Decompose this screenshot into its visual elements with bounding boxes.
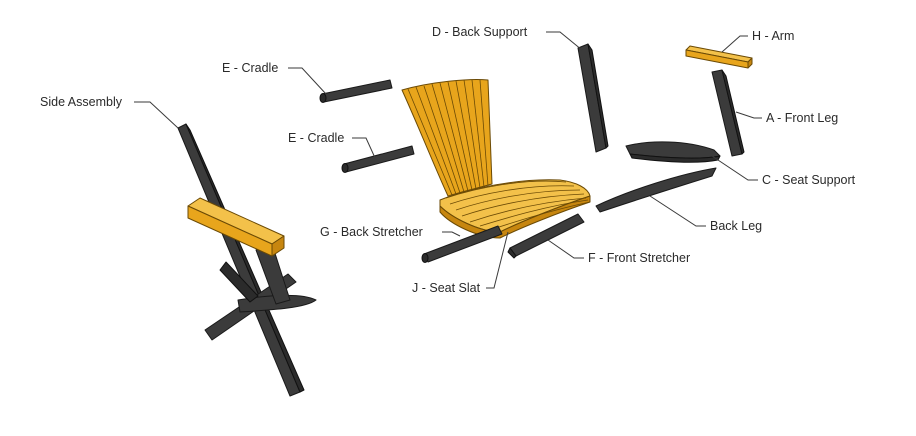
- leader-lines: [134, 31, 762, 289]
- side-assembly-part: [177, 123, 317, 397]
- label-side-assembly: Side Assembly: [40, 95, 123, 109]
- label-back-support: D - Back Support: [432, 25, 528, 39]
- front-leg-part: [711, 69, 745, 157]
- label-back-leg: Back Leg: [710, 219, 762, 233]
- label-cradle-top: E - Cradle: [222, 61, 278, 75]
- arm-part: [685, 45, 753, 69]
- cradle-part-middle: [341, 145, 415, 173]
- back-leg-part: [595, 167, 717, 213]
- cradle-part-top: [319, 79, 393, 103]
- label-arm: H - Arm: [752, 29, 794, 43]
- seat-and-back-part: [401, 79, 591, 239]
- back-support-part: [577, 43, 609, 153]
- back-stretcher-part: [421, 225, 503, 263]
- front-stretcher-part: [507, 213, 585, 259]
- label-back-stretcher: G - Back Stretcher: [320, 225, 423, 239]
- label-cradle-middle: E - Cradle: [288, 131, 344, 145]
- label-front-stretcher: F - Front Stretcher: [588, 251, 690, 265]
- label-seat-support: C - Seat Support: [762, 173, 856, 187]
- seat-support-part: [625, 141, 721, 163]
- label-front-leg: A - Front Leg: [766, 111, 838, 125]
- label-seat-slat: J - Seat Slat: [412, 281, 481, 295]
